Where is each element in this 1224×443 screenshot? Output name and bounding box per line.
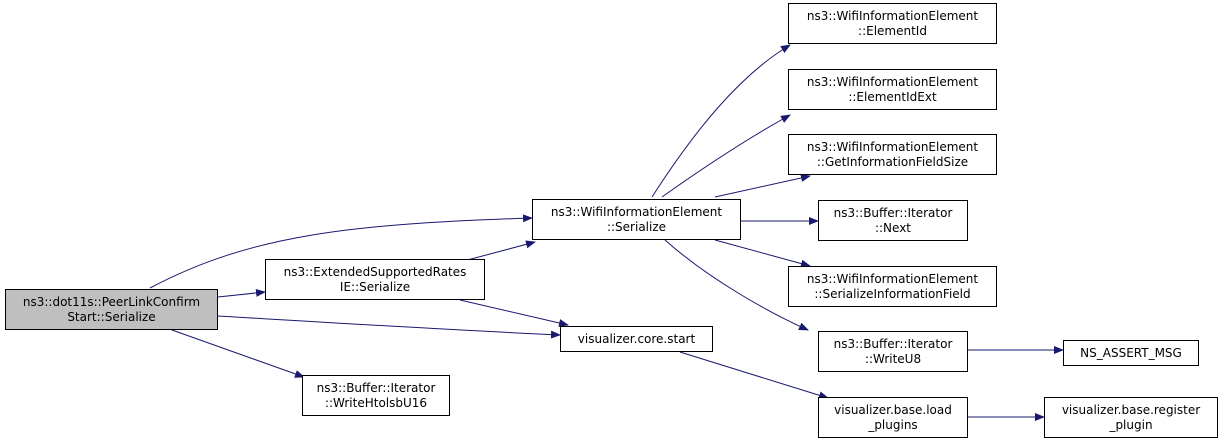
node-label-line: ns3::WifiInformationElement bbox=[806, 139, 979, 154]
edge-wie-to-element-id bbox=[651, 44, 791, 198]
node-label-line: ::ElementIdExt bbox=[848, 89, 937, 104]
edge-wie-to-element-id-ext bbox=[661, 114, 791, 198]
node-label-line: ns3::WifiInformationElement bbox=[806, 74, 979, 89]
node-label-line: IE::Serialize bbox=[339, 279, 411, 294]
node-label-line: ns3::Buffer::Iterator bbox=[833, 336, 953, 351]
node-label-line: ns3::WifiInformationElement bbox=[806, 271, 979, 286]
node-label-line: visualizer.base.load bbox=[834, 402, 952, 417]
node-label-line: ns3::Buffer::Iterator bbox=[316, 380, 436, 395]
node-buffer-iterator-write-u8[interactable]: ns3::Buffer::Iterator ::WriteU8 bbox=[818, 331, 968, 372]
node-label-line: _plugins bbox=[868, 417, 918, 432]
edge-root-to-ext-rates bbox=[217, 288, 266, 298]
edge-ext-rates-to-wie-serialize bbox=[459, 240, 536, 263]
node-wifi-information-element-get-information-field-size[interactable]: ns3::WifiInformationElement ::GetInforma… bbox=[788, 134, 997, 175]
node-label-line: ns3::WifiInformationElement bbox=[550, 204, 723, 219]
node-label-line: visualizer.base.register bbox=[1061, 402, 1201, 417]
node-buffer-iterator-next[interactable]: ns3::Buffer::Iterator ::Next bbox=[818, 200, 968, 241]
edge-viz-start-to-load-plugins bbox=[679, 351, 829, 400]
node-wifi-information-element-element-id[interactable]: ns3::WifiInformationElement ::ElementId bbox=[788, 3, 997, 44]
edge-wie-to-get-info-size bbox=[714, 174, 811, 198]
node-label-line: ::SerializeInformationField bbox=[814, 286, 971, 301]
node-wifi-information-element-serialize[interactable]: ns3::WifiInformationElement ::Serialize bbox=[532, 199, 741, 240]
node-buffer-iterator-write-htolsb-u16[interactable]: ns3::Buffer::Iterator ::WriteHtolsbU16 bbox=[302, 375, 450, 416]
node-wifi-information-element-element-id-ext[interactable]: ns3::WifiInformationElement ::ElementIdE… bbox=[788, 69, 997, 110]
node-label-line: ns3::dot11s::PeerLinkConfirm bbox=[22, 294, 201, 309]
node-visualizer-base-load-plugins[interactable]: visualizer.base.load _plugins bbox=[818, 397, 968, 438]
node-label-line: ::GetInformationFieldSize bbox=[816, 154, 969, 169]
node-visualizer-base-register-plugin[interactable]: visualizer.base.register _plugin bbox=[1044, 397, 1218, 438]
edge-wie-to-serialize-info bbox=[714, 239, 811, 268]
node-extended-supported-rates-serialize[interactable]: ns3::ExtendedSupportedRates IE::Serializ… bbox=[265, 259, 485, 300]
node-wifi-information-element-serialize-information-field[interactable]: ns3::WifiInformationElement ::SerializeI… bbox=[788, 266, 997, 307]
node-label-line: ::ElementId bbox=[858, 23, 927, 38]
node-label-line: _plugin bbox=[1109, 417, 1153, 432]
edge-wie-to-write-u8 bbox=[664, 239, 809, 331]
edge-root-to-wie-serialize bbox=[149, 214, 533, 289]
node-label-line: ns3::ExtendedSupportedRates bbox=[283, 264, 467, 279]
node-peer-link-confirm-serialize: ns3::dot11s::PeerLinkConfirm Start::Seri… bbox=[5, 289, 218, 330]
node-label-line: visualizer.core.start bbox=[577, 331, 696, 346]
node-ns-assert-msg[interactable]: NS_ASSERT_MSG bbox=[1063, 340, 1199, 366]
node-label-line: NS_ASSERT_MSG bbox=[1080, 345, 1182, 360]
node-label-line: ::Next bbox=[874, 220, 912, 235]
node-label-line: ns3::Buffer::Iterator bbox=[833, 205, 953, 220]
edge-root-to-viz-start bbox=[217, 315, 561, 339]
node-label-line: ::WriteU8 bbox=[864, 351, 922, 366]
edge-root-to-write-htolsb bbox=[171, 329, 305, 378]
node-label-line: ns3::WifiInformationElement bbox=[806, 8, 979, 23]
node-label-line: Start::Serialize bbox=[67, 309, 156, 324]
node-label-line: ::Serialize bbox=[606, 219, 667, 234]
node-label-line: ::WriteHtolsbU16 bbox=[324, 395, 428, 410]
edge-ext-rates-to-viz-start bbox=[459, 299, 569, 327]
node-visualizer-core-start[interactable]: visualizer.core.start bbox=[560, 326, 713, 352]
